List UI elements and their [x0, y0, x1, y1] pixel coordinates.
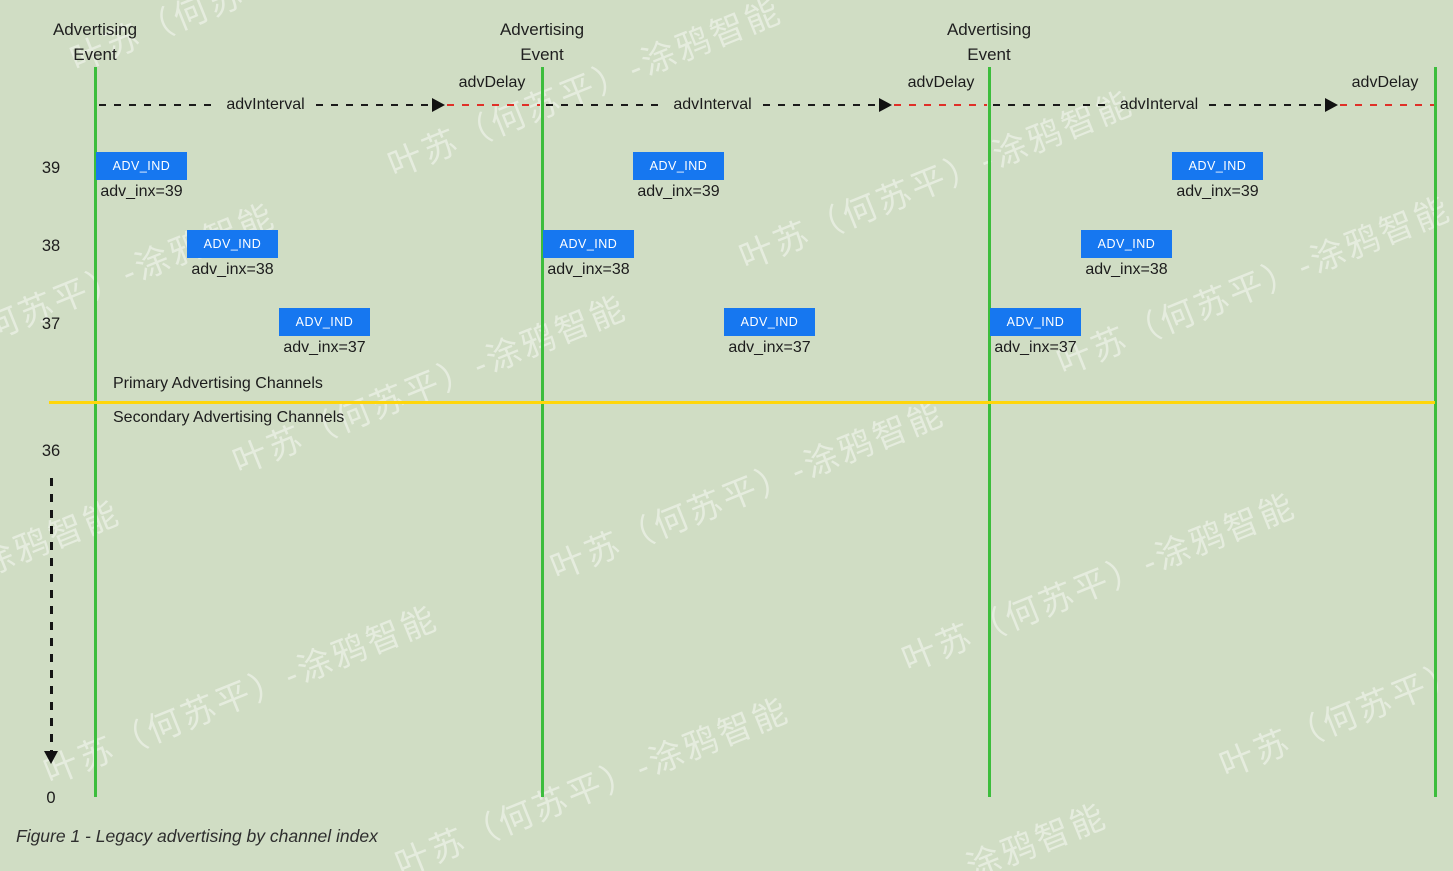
packet-sublabel: adv_inx=38 [547, 261, 630, 278]
interval-dash [99, 104, 216, 106]
event-start-line-1 [94, 67, 97, 797]
packet-box: ADV_IND [96, 152, 187, 180]
advertising-event-label-line2: Event [967, 45, 1011, 64]
packet-box: ADV_IND [1172, 152, 1263, 180]
advertising-event-label-line1: Advertising [946, 20, 1032, 39]
adv-ind-packet: ADV_IND adv_inx=37 [724, 308, 815, 356]
adv-delay-label-1: advDelay [458, 74, 526, 91]
adv-interval-segment-2: advInterval [546, 96, 893, 114]
adv-interval-label: advInterval [673, 96, 752, 113]
packet-sublabel: adv_inx=37 [728, 339, 811, 356]
packet-box: ADV_IND [1081, 230, 1172, 258]
packet-sublabel: adv_inx=37 [283, 339, 366, 356]
adv-delay-line-2 [894, 104, 987, 106]
watermark-text: 叶苏（何苏平）-涂鸦智能 [38, 599, 444, 793]
channels-divider-line [49, 401, 1435, 404]
adv-delay-line-3 [1340, 104, 1434, 106]
packet-box: ADV_IND [187, 230, 278, 258]
watermark-text: 叶苏（何苏平）-涂鸦智能 [1051, 189, 1453, 383]
packet-box: ADV_IND [543, 230, 634, 258]
watermark-text: 叶苏（何苏平）-涂鸦智能 [708, 797, 1113, 871]
packet-box: ADV_IND [633, 152, 724, 180]
adv-interval-label: advInterval [1119, 96, 1199, 113]
packet-box: ADV_IND [279, 308, 370, 336]
adv-ind-packet: ADV_IND adv_inx=38 [543, 230, 634, 278]
adv-ind-packet: ADV_IND adv_inx=37 [279, 308, 370, 356]
arrowhead-down-icon [44, 751, 58, 764]
secondary-channels-axis-line [50, 478, 53, 752]
adv-ind-packet: ADV_IND adv_inx=39 [633, 152, 724, 200]
adv-delay-label-2: advDelay [907, 74, 975, 91]
interval-dash [546, 104, 663, 106]
packet-sublabel: adv_inx=39 [100, 183, 183, 200]
watermark-text: 叶苏（何苏平）-涂鸦智能 [545, 394, 951, 588]
watermark-text: 叶苏（何苏平）-涂鸦智能 [896, 486, 1302, 680]
advertising-event-label-line2: Event [73, 45, 117, 64]
packet-sublabel: adv_inx=37 [994, 339, 1077, 356]
packet-box: ADV_IND [724, 308, 815, 336]
channel-38-label: 38 [41, 237, 61, 255]
channel-37-label: 37 [41, 315, 61, 333]
adv-delay-line-1 [447, 104, 540, 106]
watermark-text: 叶苏（何苏平）-涂鸦智能 [0, 196, 282, 390]
packet-box: ADV_IND [990, 308, 1081, 336]
packet-sublabel: adv_inx=38 [1085, 261, 1168, 278]
primary-channels-label: Primary Advertising Channels [113, 375, 323, 392]
figure-caption: Figure 1 - Legacy advertising by channel… [16, 826, 378, 846]
interval-dash [993, 104, 1109, 106]
advertising-event-label-line2: Event [520, 45, 564, 64]
secondary-channels-label: Secondary Advertising Channels [113, 409, 345, 426]
adv-delay-label-3: advDelay [1351, 74, 1419, 91]
advertising-event-header-1: Advertising Event [53, 17, 137, 67]
channel-36-label: 36 [41, 442, 61, 460]
adv-ind-packet: ADV_IND adv_inx=38 [1081, 230, 1172, 278]
adv-interval-label: advInterval [226, 96, 305, 113]
adv-interval-segment-1: advInterval [99, 96, 446, 114]
adv-ind-packet: ADV_IND adv_inx=38 [187, 230, 278, 278]
advertising-event-label-line1: Advertising [52, 20, 138, 39]
event-start-line-2 [541, 67, 544, 797]
advertising-event-label-line1: Advertising [499, 20, 585, 39]
adv-ind-packet: ADV_IND adv_inx=37 [990, 308, 1081, 356]
packet-sublabel: adv_inx=39 [637, 183, 720, 200]
arrowhead-right-icon [879, 98, 893, 112]
interval-dash [762, 104, 880, 106]
event-start-line-4 [1434, 67, 1437, 797]
watermark-text: 叶苏（何苏平）-涂鸦智能 [390, 691, 796, 871]
watermark-text: 叶苏（何苏平）-涂鸦智能 [1214, 592, 1453, 786]
watermark-text: 叶苏（何苏平）-涂鸦智能 [0, 493, 126, 687]
adv-interval-segment-3: advInterval [993, 96, 1339, 114]
channel-39-label: 39 [41, 159, 61, 177]
watermark-text: 叶苏（何苏平）-涂鸦智能 [382, 0, 788, 186]
adv-ind-packet: ADV_IND adv_inx=39 [96, 152, 187, 200]
interval-dash [1209, 104, 1326, 106]
packet-sublabel: adv_inx=39 [1176, 183, 1259, 200]
arrowhead-right-icon [1325, 98, 1339, 112]
channel-0-label: 0 [46, 789, 56, 807]
arrowhead-right-icon [432, 98, 446, 112]
adv-ind-packet: ADV_IND adv_inx=39 [1172, 152, 1263, 200]
event-start-line-3 [988, 67, 991, 797]
interval-dash [315, 104, 433, 106]
advertising-event-header-3: Advertising Event [947, 17, 1031, 67]
packet-sublabel: adv_inx=38 [191, 261, 274, 278]
advertising-event-header-2: Advertising Event [500, 17, 584, 67]
